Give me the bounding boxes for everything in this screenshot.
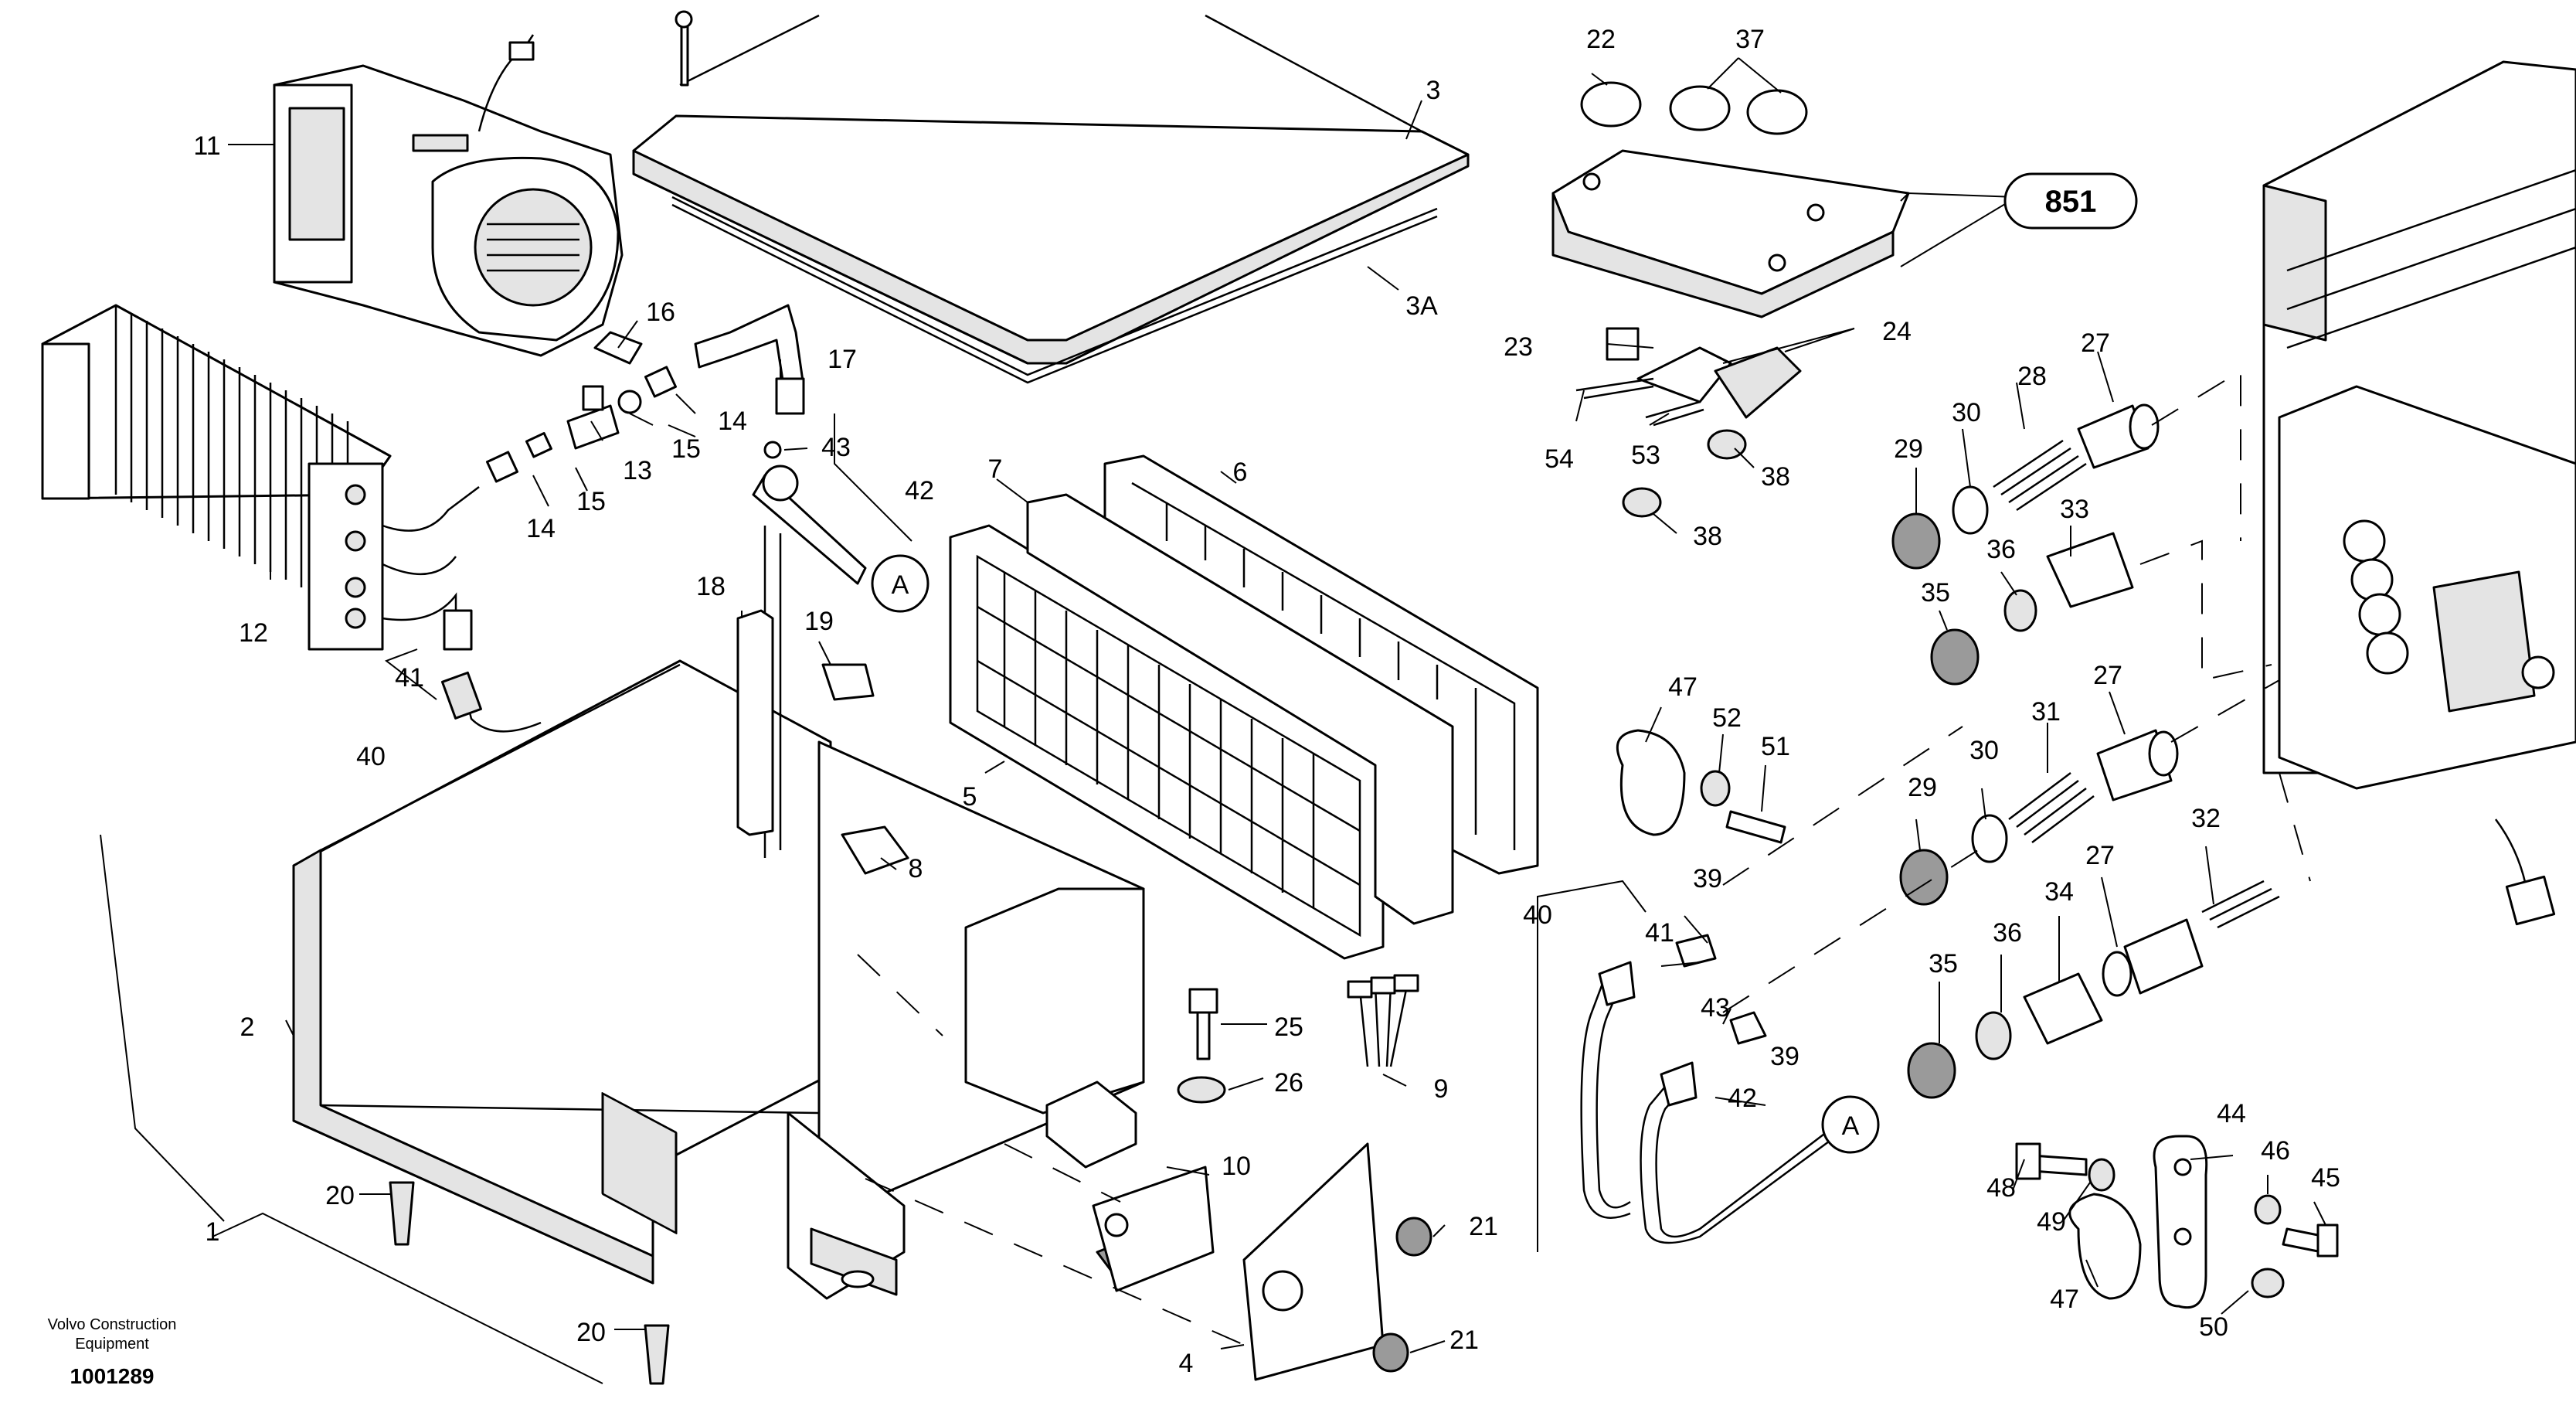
brand-line-1: Volvo Construction	[48, 1316, 177, 1333]
label-39b: 39	[1770, 1042, 1799, 1071]
label-39a: 39	[1693, 864, 1722, 893]
label-14a: 14	[718, 407, 747, 436]
label-15a: 15	[671, 434, 701, 464]
label-40a: 40	[1523, 900, 1552, 930]
label-52: 52	[1712, 703, 1742, 733]
label-27a: 27	[2081, 328, 2110, 358]
callout-a-right-label: A	[1842, 1111, 1860, 1141]
cover-plate	[632, 10, 1470, 384]
label-36a: 36	[1986, 535, 2016, 564]
label-45: 45	[2311, 1163, 2340, 1193]
label-14b: 14	[526, 514, 556, 543]
control-knob-panel	[1551, 81, 1910, 318]
label-25: 25	[1274, 1013, 1303, 1042]
label-40b: 40	[356, 742, 386, 771]
heater-core	[41, 304, 392, 651]
label-46: 46	[2261, 1136, 2290, 1166]
label-42a: 42	[1728, 1084, 1757, 1113]
label-49: 49	[2037, 1207, 2066, 1237]
label-23: 23	[1504, 332, 1533, 362]
label-37: 37	[1735, 25, 1765, 54]
label-1: 1	[206, 1217, 220, 1247]
footer-block: Volvo Construction Equipment 1001289	[48, 1316, 177, 1388]
label-41a: 41	[1645, 918, 1674, 948]
label-8: 8	[909, 854, 923, 883]
label-20b: 20	[576, 1318, 606, 1347]
label-5: 5	[963, 782, 977, 812]
label-13: 13	[623, 456, 652, 485]
label-43b: 43	[821, 433, 851, 462]
brand-line-2: Equipment	[75, 1336, 149, 1353]
label-31: 31	[2031, 697, 2061, 727]
label-36b: 36	[1993, 918, 2022, 948]
label-48: 48	[1986, 1173, 2016, 1203]
label-17: 17	[828, 345, 857, 374]
compressor-block	[2262, 60, 2576, 926]
callout-a-left: A	[871, 554, 929, 613]
label-26: 26	[1274, 1068, 1303, 1098]
label-35b: 35	[1929, 949, 1958, 978]
label-12: 12	[239, 618, 268, 648]
label-41b: 41	[395, 663, 424, 693]
label-34: 34	[2044, 877, 2074, 907]
label-53: 53	[1631, 441, 1660, 470]
valve-components	[1891, 403, 2280, 1099]
blower-unit	[273, 34, 624, 357]
label-18: 18	[696, 572, 726, 601]
label-38b: 38	[1693, 522, 1722, 551]
label-9: 9	[1434, 1074, 1449, 1104]
label-20a: 20	[325, 1181, 355, 1210]
label-2: 2	[240, 1013, 255, 1042]
label-21a: 21	[1469, 1212, 1498, 1241]
label-19: 19	[804, 607, 834, 636]
label-29a: 29	[1894, 434, 1923, 464]
label-33: 33	[2060, 495, 2089, 524]
doc-number: 1001289	[70, 1364, 154, 1388]
label-6: 6	[1233, 458, 1248, 487]
label-51: 51	[1761, 732, 1790, 761]
label-7: 7	[988, 454, 1003, 484]
label-22: 22	[1586, 25, 1616, 54]
label-38a: 38	[1761, 462, 1790, 492]
label-16: 16	[646, 298, 675, 327]
label-4: 4	[1179, 1349, 1194, 1378]
callout-a-left-label: A	[892, 570, 909, 600]
label-24: 24	[1882, 317, 1912, 346]
fittings-group	[485, 304, 805, 483]
label-30a: 30	[1952, 398, 1981, 427]
label-43a: 43	[1701, 993, 1730, 1023]
label-27c: 27	[2085, 841, 2115, 870]
callout-a-right: A	[1821, 1095, 1880, 1154]
callout-851-label: 851	[2045, 185, 2097, 219]
label-32: 32	[2191, 804, 2221, 833]
label-28: 28	[2017, 362, 2047, 391]
filter-5	[949, 524, 1385, 960]
label-27b: 27	[2093, 661, 2122, 690]
callout-851: 851	[2003, 172, 2138, 230]
label-3: 3	[1426, 76, 1441, 105]
label-54: 54	[1545, 444, 1574, 474]
label-44: 44	[2217, 1099, 2246, 1128]
label-42b: 42	[905, 476, 934, 505]
label-29b: 29	[1908, 773, 1937, 802]
label-30b: 30	[1969, 736, 1999, 765]
label-15b: 15	[576, 487, 606, 516]
part-labels: 1 2 3 3A 4 5 6 7 8 9 10 11 12 13 14 14 1…	[193, 25, 2340, 1378]
label-50: 50	[2199, 1312, 2228, 1342]
label-21b: 21	[1449, 1326, 1479, 1355]
leader-lines	[100, 57, 2326, 1384]
label-47a: 47	[1668, 672, 1698, 702]
label-3A: 3A	[1405, 291, 1438, 321]
label-10: 10	[1222, 1152, 1251, 1181]
label-47b: 47	[2050, 1285, 2079, 1314]
label-35a: 35	[1921, 578, 1950, 608]
label-11: 11	[193, 131, 220, 161]
filter-6	[1103, 454, 1539, 875]
